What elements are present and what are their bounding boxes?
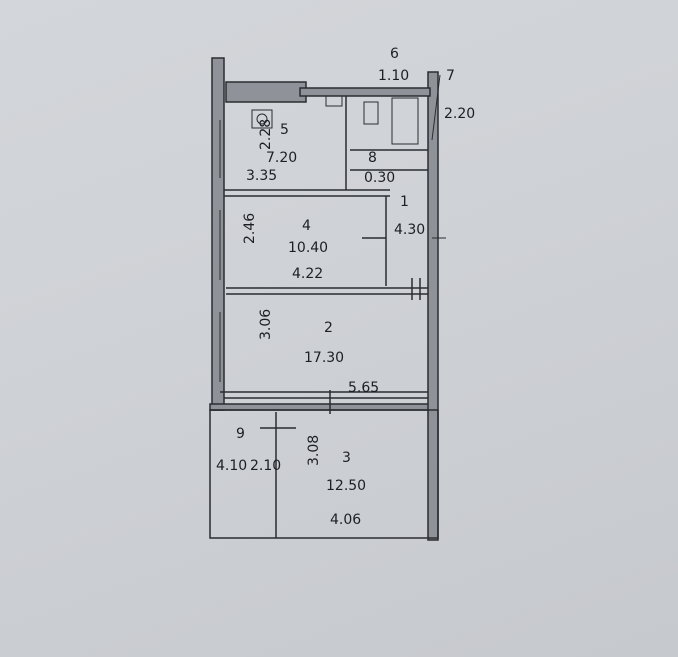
room-2-area: 17.30 — [304, 350, 344, 366]
room-9-extra: 2.10 — [250, 458, 281, 474]
room-7-area: 2.20 — [444, 106, 475, 122]
room-8-area: 0.30 — [364, 170, 395, 186]
room-4-width: 4.22 — [292, 266, 323, 282]
top-wall-left — [225, 81, 307, 103]
room-6-area: 1.10 — [378, 68, 409, 84]
room-5-id: 5 — [280, 122, 289, 138]
room-3-outline — [209, 409, 439, 539]
labels: 5 7.20 3.35 2.28 6 1.10 7 2.20 8 0.30 1 … — [216, 46, 475, 528]
fixtures — [251, 95, 419, 145]
toilet-icon — [363, 101, 379, 125]
room-1-id: 1 — [400, 194, 409, 210]
room-2-width: 5.65 — [348, 380, 379, 396]
partitions — [220, 96, 428, 399]
opening-ticks — [219, 74, 446, 429]
top-wall-right — [299, 87, 431, 97]
outer-walls — [209, 57, 439, 541]
room-5-area: 7.20 — [266, 150, 297, 166]
room-8-id: 8 — [368, 150, 377, 166]
room-4-depth: 2.46 — [242, 213, 258, 244]
middle-wall — [209, 403, 437, 411]
room-9-id: 9 — [236, 426, 245, 442]
stove-icon — [251, 109, 273, 129]
room-2-id: 2 — [324, 320, 333, 336]
room-5-width: 3.35 — [246, 168, 277, 184]
bathtub-icon — [391, 97, 419, 145]
room-3-width: 4.06 — [330, 512, 361, 528]
room-1-area: 4.30 — [394, 222, 425, 238]
left-wall-upper — [211, 57, 225, 411]
room-3-id: 3 — [342, 450, 351, 466]
sink-icon — [325, 95, 343, 107]
room-5-depth: 2.28 — [258, 119, 274, 150]
room-3-area: 12.50 — [326, 478, 366, 494]
room-2-depth: 3.06 — [258, 309, 274, 340]
room-3-depth: 3.08 — [306, 435, 322, 466]
room-7-id: 7 — [446, 68, 455, 84]
room-4-id: 4 — [302, 218, 311, 234]
room-9-area: 4.10 — [216, 458, 247, 474]
room-6-id: 6 — [390, 46, 399, 62]
right-wall — [427, 71, 439, 541]
room-4-area: 10.40 — [288, 240, 328, 256]
